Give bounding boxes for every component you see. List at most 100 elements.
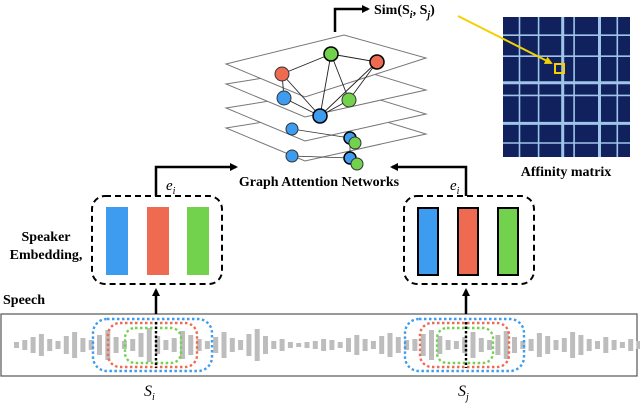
- waveform-bar: [619, 342, 625, 348]
- waveform-bar: [636, 341, 640, 349]
- waveform-bar: [271, 341, 277, 349]
- waveform-bar: [180, 331, 185, 359]
- waveform-bar: [337, 342, 343, 348]
- arrow-embedding-left-to-gat: [154, 163, 238, 196]
- waveform-bar: [445, 340, 451, 350]
- waveform-bar: [188, 335, 194, 355]
- waveform-bar: [603, 337, 609, 353]
- speaker-label: Speaker: [22, 230, 71, 245]
- embedding-vector-blue-right: [417, 207, 439, 276]
- speech-label: Speech: [3, 293, 45, 308]
- segment-label-right: Sj: [458, 383, 469, 403]
- graph-stack: [224, 34, 428, 171]
- waveform-bar: [462, 337, 468, 353]
- waveform-bar: [404, 340, 410, 350]
- waveform-bar: [528, 339, 534, 351]
- waveform-bar: [171, 338, 177, 352]
- waveform-bar: [238, 340, 244, 350]
- waveform-bar: [196, 339, 202, 351]
- graph-edges-top: [281, 53, 378, 117]
- waveform-bar: [163, 340, 169, 350]
- waveform-bar: [204, 341, 210, 349]
- waveform-bar: [55, 341, 61, 349]
- embedding-vector-red-left: [147, 207, 169, 275]
- waveform-bar: [254, 329, 260, 361]
- waveform-bar: [97, 335, 102, 355]
- waveform-bar: [387, 333, 393, 357]
- embedding-vector-green-right: [497, 207, 519, 276]
- embedding-label: Embedding,: [10, 248, 83, 263]
- waveform-bar: [586, 339, 592, 351]
- gat-label: Graph Attention Networks: [239, 175, 400, 190]
- waveform-bar: [30, 337, 36, 353]
- waveform-bar: [412, 339, 418, 351]
- window-red-right: [418, 321, 511, 369]
- speech-waveform: [14, 328, 640, 362]
- graph-node-blue-1: [276, 90, 292, 106]
- affinity-label: Affinity matrix: [521, 165, 612, 180]
- waveform-bar: [362, 339, 368, 351]
- waveform-bar: [213, 337, 219, 353]
- embedding-vector-green-left: [187, 207, 209, 275]
- arrow-gat-to-sim: [333, 5, 370, 32]
- graph-node-red-1: [274, 66, 290, 82]
- waveform-bar: [561, 338, 567, 352]
- affinity-highlight-cell: [554, 63, 565, 74]
- waveform-bar: [88, 340, 94, 350]
- waveform-bar: [80, 338, 86, 352]
- embedding-box-right: [403, 195, 535, 285]
- waveform-bar: [453, 341, 459, 349]
- waveform-bar: [354, 335, 360, 355]
- waveform-bar: [130, 339, 136, 351]
- waveform-bar: [279, 339, 285, 351]
- waveform-bar: [146, 328, 152, 362]
- waveform-bar: [47, 339, 53, 351]
- waveform-bar: [221, 332, 227, 358]
- waveform-bar: [113, 337, 119, 353]
- affinity-matrix: [503, 17, 630, 157]
- waveform-bar: [72, 332, 78, 358]
- waveform-bar: [503, 331, 509, 359]
- waveform-bar: [578, 335, 584, 355]
- waveform-bar: [570, 332, 576, 358]
- waveform-bar: [246, 334, 252, 356]
- waveform-bar: [38, 334, 44, 356]
- graph-node-blue-lower-4: [285, 149, 299, 163]
- waveform-bar: [263, 336, 268, 354]
- waveform-bar: [296, 343, 302, 347]
- waveform-bar: [628, 339, 634, 351]
- waveform-bar: [512, 337, 517, 353]
- embedding-box-left: [91, 195, 223, 285]
- affinity-matrix-grid: [503, 17, 630, 157]
- waveform-bar: [312, 341, 318, 349]
- waveform-bar: [536, 333, 542, 357]
- waveform-bar: [229, 338, 235, 352]
- graph-layer-1: [224, 34, 428, 98]
- arrow-embedding-right-to-gat: [390, 163, 468, 196]
- graph-node-blue-lower-1: [285, 122, 299, 136]
- waveform-bar: [520, 341, 526, 349]
- sim-label: Sim(Si, Sj): [374, 3, 435, 21]
- waveform-bar: [379, 336, 385, 354]
- graph-node-green-lower-1: [348, 136, 362, 150]
- waveform-bar: [346, 338, 351, 352]
- waveform-bar: [595, 341, 600, 349]
- waveform-bar: [495, 335, 501, 355]
- waveform-bar: [611, 340, 617, 350]
- waveform-bar: [437, 336, 443, 354]
- waveform-bar: [478, 338, 484, 352]
- waveform-bar: [63, 336, 69, 354]
- segment-windows-right: [403, 317, 526, 373]
- waveform-bar: [22, 340, 28, 350]
- embedding-symbol-left: ei: [166, 178, 176, 197]
- window-green-left: [123, 326, 183, 365]
- segment-label-left: Si: [144, 383, 155, 403]
- segment-windows-left: [91, 317, 214, 373]
- graph-node-green-lower-2: [350, 157, 364, 171]
- waveform-bar: [395, 337, 401, 353]
- embedding-symbol-right: ei: [450, 178, 460, 197]
- waveform-bar: [304, 342, 310, 348]
- waveform-bar: [420, 334, 426, 356]
